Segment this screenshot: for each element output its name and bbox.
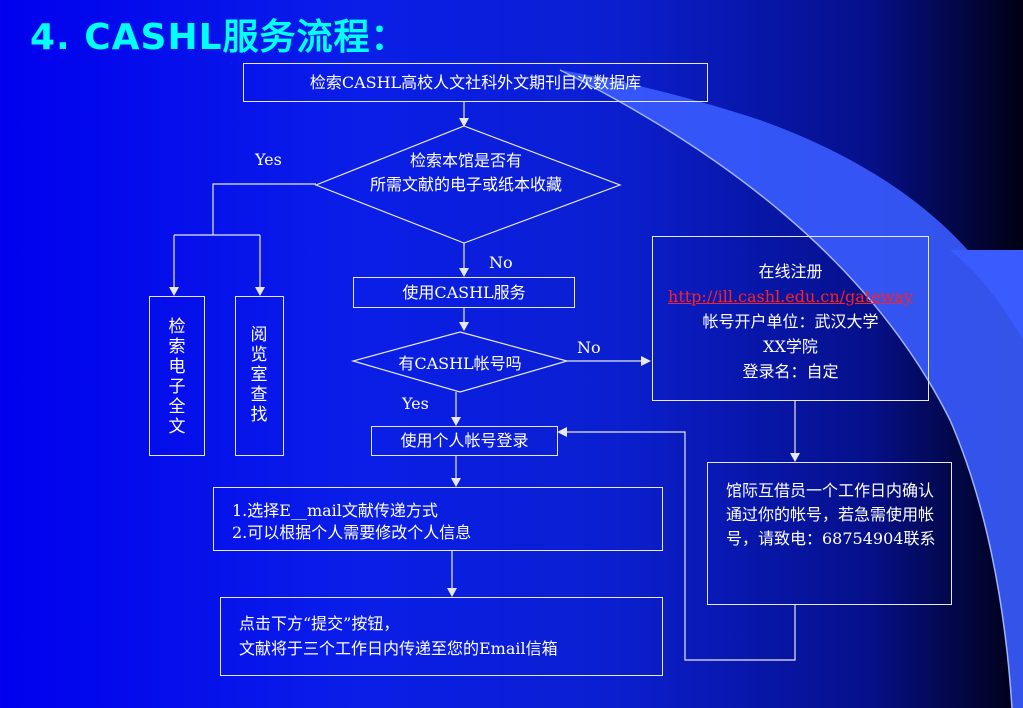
submit-box: 点击下方“提交”按钮， 文献将于三个工作日内传递至您的Email信箱 — [220, 597, 663, 676]
arrowhead-to-select — [451, 478, 461, 487]
arrowhead-to-submit — [447, 588, 457, 597]
decorative-swoosh-fill — [950, 250, 1023, 340]
arrowhead-to-use — [459, 268, 469, 277]
select-delivery-line1: 1.选择E__mail文献传递方式 — [232, 501, 438, 520]
page-title: 4. CASHL服务流程： — [30, 17, 408, 58]
arrowhead-to-confirm — [790, 453, 800, 462]
edge-label-no-account: No — [577, 338, 601, 357]
search-fulltext-label: 检索电子全文 — [168, 317, 186, 437]
edge-label-yes-account: Yes — [402, 394, 429, 413]
confirm-account-box: 馆际互借员一个工作日内确认通过你的帐号，若急需使用帐号，请致电：68754904… — [707, 462, 952, 605]
register-title: 在线注册 — [758, 262, 823, 281]
decision-diamond-account — [350, 331, 570, 393]
use-cashl-label: 使用CASHL服务 — [402, 282, 526, 302]
arrowhead-to-register — [641, 356, 651, 366]
decision-account-text: 有CASHL帐号吗 — [398, 354, 522, 373]
reading-room-box: 阅览室查找 — [235, 296, 284, 456]
arrowhead-to-login — [451, 417, 461, 426]
edge-label-yes-holdings: Yes — [255, 150, 282, 169]
confirm-account-text: 馆际互借员一个工作日内确认通过你的帐号，若急需使用帐号，请致电：68754904… — [726, 481, 936, 548]
arrowhead-to-account — [459, 322, 469, 331]
register-link[interactable]: http://ill.cashl.edu.cn/gateway — [668, 287, 913, 306]
login-label: 使用个人帐号登录 — [400, 431, 529, 450]
search-database-box: 检索CASHL高校人文社科外文期刊目次数据库 — [243, 63, 708, 102]
edge-confirm-to-login — [565, 431, 796, 661]
arrowhead-back-to-login — [557, 427, 567, 437]
select-delivery-line2: 2.可以根据个人需要修改个人信息 — [232, 523, 472, 542]
online-register-box: 在线注册 http://ill.cashl.edu.cn/gateway 帐号开… — [652, 236, 929, 401]
arrowhead-to-decision — [459, 118, 469, 127]
register-college: XX学院 — [763, 337, 818, 356]
submit-line1: 点击下方“提交”按钮， — [239, 614, 400, 633]
arrowhead-to-fulltext — [169, 287, 179, 296]
edge-label-no-holdings: No — [489, 253, 513, 272]
search-database-label: 检索CASHL高校人文社科外文期刊目次数据库 — [309, 72, 642, 92]
decorative-swoosh-band — [560, 70, 1023, 708]
submit-line2: 文献将于三个工作日内传递至您的Email信箱 — [239, 639, 558, 658]
decision-holdings-text: 检索本馆是否有 所需文献的电子或纸本收藏 — [316, 149, 616, 197]
register-unit: 帐号开户单位：武汉大学 — [702, 312, 879, 331]
use-cashl-box: 使用CASHL服务 — [353, 277, 575, 308]
decision-holdings-line1: 检索本馆是否有 — [409, 151, 522, 170]
search-fulltext-box: 检索电子全文 — [149, 296, 205, 456]
decision-holdings-line2: 所需文献的电子或纸本收藏 — [369, 175, 562, 194]
select-delivery-box: 1.选择E__mail文献传递方式 2.可以根据个人需要修改个人信息 — [213, 487, 663, 551]
edge-yes-holdings — [212, 183, 316, 235]
register-login-name: 登录名：自定 — [742, 362, 839, 381]
reading-room-label: 阅览室查找 — [250, 325, 268, 425]
login-box: 使用个人帐号登录 — [371, 426, 558, 456]
arrowhead-to-reading-room — [255, 287, 265, 296]
